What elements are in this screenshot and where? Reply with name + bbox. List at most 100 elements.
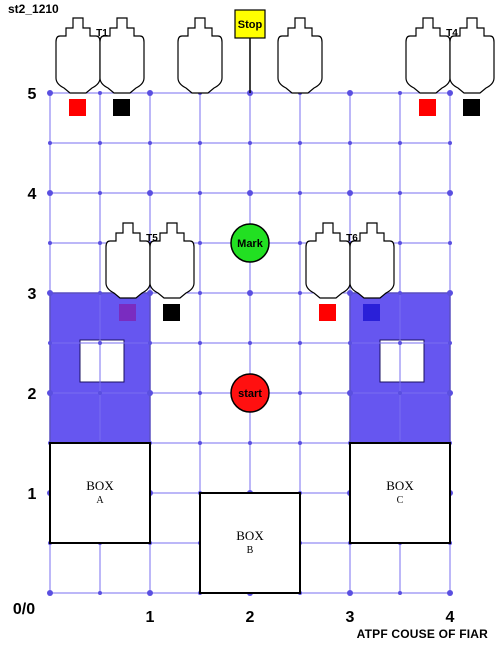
x-axis-tick: 3 bbox=[346, 609, 355, 626]
grid-node bbox=[247, 190, 253, 196]
grid-node bbox=[147, 390, 153, 396]
target-T6-label: T6 bbox=[346, 233, 358, 244]
drill-id-label: st2_1210 bbox=[8, 2, 59, 16]
grid-node bbox=[448, 341, 452, 345]
target-T4-silhouette bbox=[405, 17, 451, 94]
grid-node bbox=[47, 390, 53, 396]
grid-node bbox=[398, 341, 402, 345]
stop-sign-label: Stop bbox=[238, 19, 263, 31]
grid-node bbox=[298, 291, 302, 295]
grid-node bbox=[398, 591, 402, 595]
grid-node bbox=[198, 291, 202, 295]
grid-node bbox=[198, 341, 202, 345]
grid-node bbox=[447, 590, 453, 596]
grid-node bbox=[347, 290, 353, 296]
grid-node bbox=[198, 441, 202, 445]
grid-node bbox=[398, 241, 402, 245]
box-B bbox=[199, 492, 301, 594]
target-T1-silhouette bbox=[55, 17, 101, 94]
grid-node bbox=[198, 141, 202, 145]
y-axis-tick: 1 bbox=[28, 486, 37, 503]
grid-node bbox=[298, 441, 302, 445]
x-axis-tick: 4 bbox=[446, 609, 455, 626]
target-T1-marker bbox=[69, 99, 86, 116]
target-T6: T6 bbox=[319, 233, 380, 321]
grid-node bbox=[398, 291, 402, 295]
grid-node bbox=[248, 341, 252, 345]
start-marker bbox=[230, 373, 270, 413]
grid-node bbox=[48, 241, 52, 245]
grid-node bbox=[98, 91, 102, 95]
zone-window-right bbox=[379, 339, 425, 383]
box-C-letter: C bbox=[397, 495, 404, 506]
grid-node bbox=[398, 91, 402, 95]
grid-node bbox=[348, 341, 352, 345]
grid-node bbox=[298, 191, 302, 195]
grid-node bbox=[248, 441, 252, 445]
target-T6-marker bbox=[363, 304, 380, 321]
target-T3-silhouette bbox=[277, 17, 323, 94]
target-T6-silhouette bbox=[349, 222, 395, 299]
grid-node bbox=[298, 391, 302, 395]
stop-sign bbox=[234, 9, 266, 39]
target-T5-silhouette bbox=[105, 222, 151, 299]
box-B-letter: B bbox=[247, 545, 254, 556]
y-axis-tick: 2 bbox=[28, 386, 37, 403]
grid-node bbox=[48, 141, 52, 145]
grid-node bbox=[98, 291, 102, 295]
grid-node bbox=[148, 141, 152, 145]
grid-node bbox=[98, 141, 102, 145]
grid-node bbox=[47, 290, 53, 296]
grid-node bbox=[198, 241, 202, 245]
target-T1: T1 bbox=[69, 28, 130, 116]
target-T4-label: T4 bbox=[446, 28, 458, 39]
grid-node bbox=[147, 290, 153, 296]
grid-node bbox=[347, 390, 353, 396]
grid-node bbox=[298, 241, 302, 245]
grid-node bbox=[447, 190, 453, 196]
target-T1-marker bbox=[113, 99, 130, 116]
mark-marker bbox=[230, 223, 270, 263]
y-axis-tick: 4 bbox=[28, 186, 37, 203]
box-C-label: BOX bbox=[386, 478, 414, 493]
grid-node bbox=[348, 141, 352, 145]
target-T4-marker bbox=[419, 99, 436, 116]
grid-node bbox=[47, 190, 53, 196]
grid-node bbox=[347, 90, 353, 96]
target-T5-marker bbox=[163, 304, 180, 321]
grid-node bbox=[98, 341, 102, 345]
grid-node bbox=[47, 590, 53, 596]
target-T5-label: T5 bbox=[146, 233, 158, 244]
target-T2-silhouette bbox=[177, 17, 223, 94]
y-axis-tick: 3 bbox=[28, 286, 37, 303]
zone-window-left bbox=[79, 339, 125, 383]
x-axis-tick: 2 bbox=[246, 609, 255, 626]
grid-node bbox=[447, 290, 453, 296]
box-A-label: BOX bbox=[86, 478, 114, 493]
target-T6-marker bbox=[319, 304, 336, 321]
grid-node bbox=[398, 391, 402, 395]
grid-node bbox=[98, 391, 102, 395]
box-B-label: BOX bbox=[236, 528, 264, 543]
grid-node bbox=[398, 191, 402, 195]
grid-node bbox=[47, 90, 53, 96]
target-T4-marker bbox=[463, 99, 480, 116]
grid-node bbox=[198, 191, 202, 195]
grid-node bbox=[298, 341, 302, 345]
grid-node bbox=[448, 241, 452, 245]
box-C bbox=[349, 442, 451, 544]
axis-origin-label: 0/0 bbox=[13, 601, 35, 618]
grid-node bbox=[247, 290, 253, 296]
x-axis-tick: 1 bbox=[146, 609, 155, 626]
grid-node bbox=[248, 141, 252, 145]
target-T5: T5 bbox=[119, 233, 180, 321]
grid-node bbox=[147, 190, 153, 196]
grid-node bbox=[447, 390, 453, 396]
grid-node bbox=[448, 141, 452, 145]
target-T1-label: T1 bbox=[96, 28, 108, 39]
target-T5-marker bbox=[119, 304, 136, 321]
grid-node bbox=[198, 391, 202, 395]
grid-node bbox=[98, 191, 102, 195]
grid-node bbox=[298, 141, 302, 145]
start-marker-label: start bbox=[238, 388, 262, 400]
